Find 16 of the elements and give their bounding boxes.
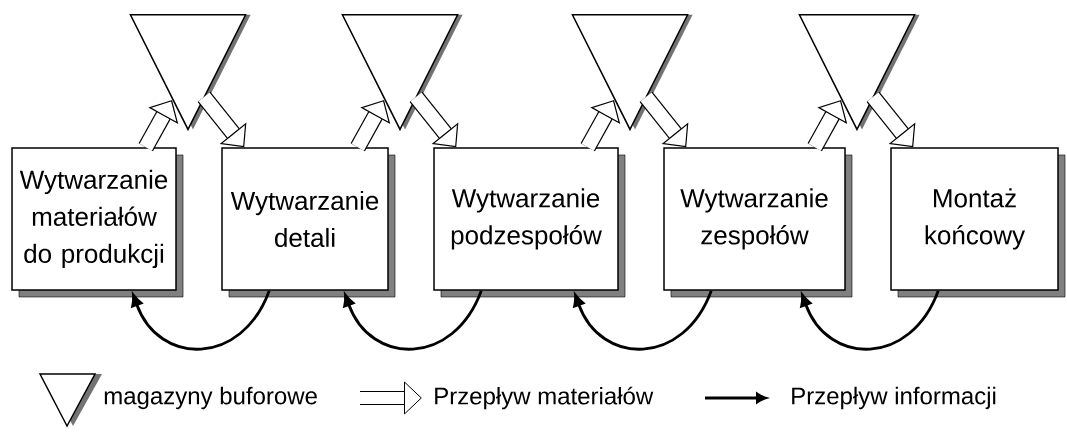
information-arrow [800,290,940,351]
legend-label: magazyny buforowe [104,386,317,410]
information-arrow [343,290,483,351]
material-arrow [197,91,247,148]
material-arrow [409,91,459,148]
legend-label: Przepływ informacji [792,386,996,410]
process-box: Wytwarzanie materiałów do produkcji [11,147,184,298]
material-arrow [639,91,689,148]
process-box: Montaż końcowy [890,147,1066,298]
process-box: Wytwarzanie podzespołów [433,147,626,298]
material-arrow [866,91,916,148]
legend-label: Przepływ materiałów [435,386,654,410]
information-arrow [131,290,271,351]
information-arrow [573,290,713,351]
process-box: Wytwarzanie zespołów [663,147,853,298]
process-box: Wytwarzanie detali [221,147,396,298]
